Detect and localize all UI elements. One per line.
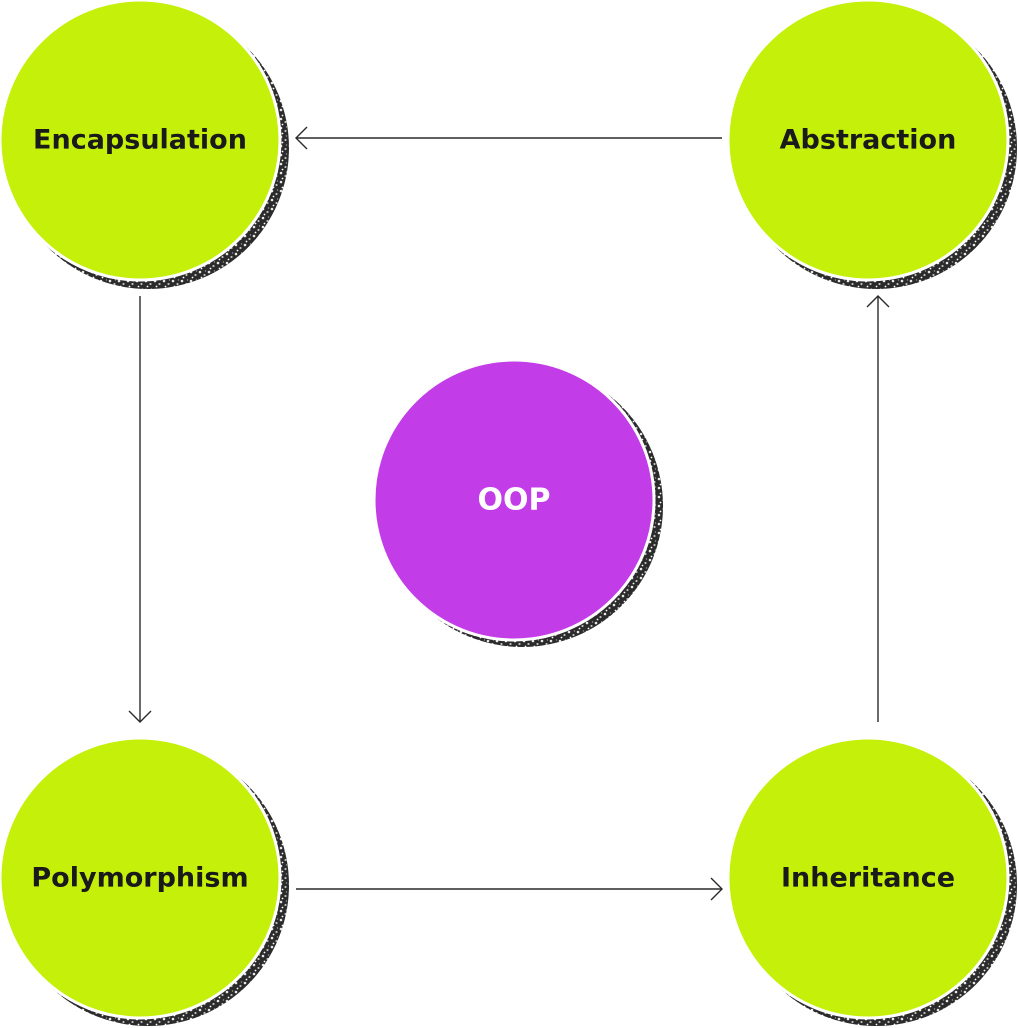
node-label-inheritance: Inheritance: [781, 863, 955, 894]
edge-inheritance-to-abstraction: [866, 295, 890, 722]
node-inheritance: Inheritance: [726, 736, 1017, 1026]
node-circle: [372, 358, 656, 642]
node-label-center: OOP: [478, 483, 551, 518]
node-circle: [726, 0, 1010, 282]
node-label-encapsulation: Encapsulation: [33, 125, 247, 156]
node-polymorphism: Polymorphism: [0, 736, 289, 1026]
node-center: OOP: [372, 358, 663, 647]
node-encapsulation: Encapsulation: [0, 0, 289, 289]
edge-abstraction-to-encapsulation: [295, 126, 722, 150]
edge-polymorphism-to-inheritance: [296, 877, 723, 901]
node-label-polymorphism: Polymorphism: [31, 863, 248, 894]
node-circle: [726, 736, 1010, 1020]
node-circle: [0, 736, 282, 1020]
node-label-abstraction: Abstraction: [780, 125, 957, 156]
edges: [128, 126, 890, 901]
node-abstraction: Abstraction: [726, 0, 1017, 289]
edge-encapsulation-to-polymorphism: [128, 296, 152, 723]
node-circle: [0, 0, 282, 282]
